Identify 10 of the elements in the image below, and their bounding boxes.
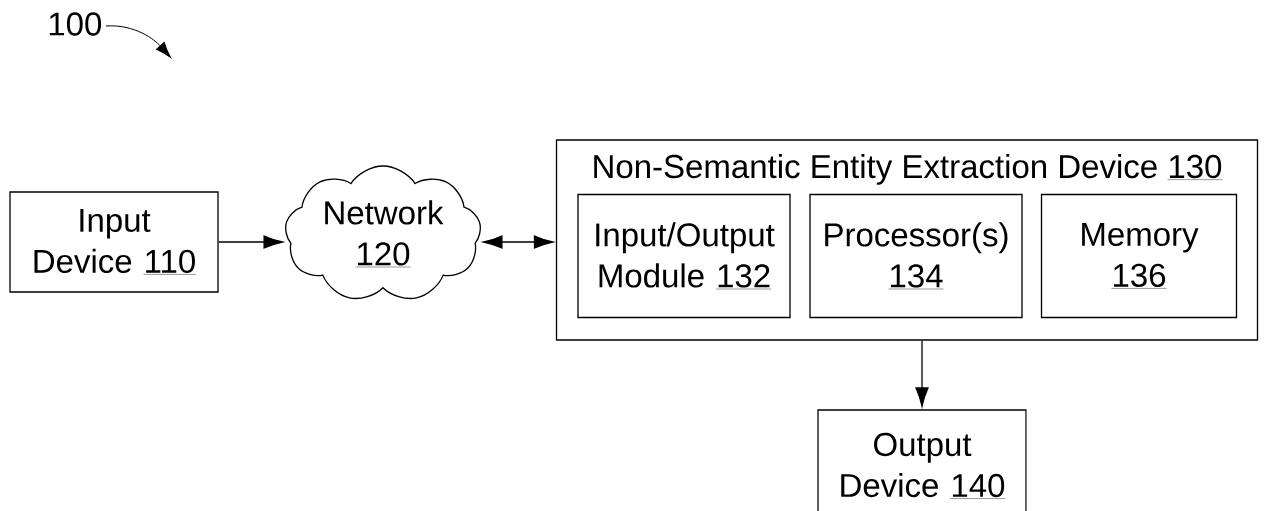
reference-numeral: 100 xyxy=(49,12,102,36)
device-box: Output Device 140 xyxy=(817,409,1027,511)
network-cloud: Network 120 xyxy=(285,165,481,300)
arrow xyxy=(915,340,929,407)
device-box: Input Device 110 xyxy=(9,191,219,293)
arrow xyxy=(218,235,283,249)
arrow xyxy=(483,235,554,249)
device-box: Processor(s) 134 xyxy=(809,193,1023,319)
device-box: Memory 136 xyxy=(1040,193,1238,319)
device-box: Input/Output Module 132 xyxy=(577,193,791,319)
